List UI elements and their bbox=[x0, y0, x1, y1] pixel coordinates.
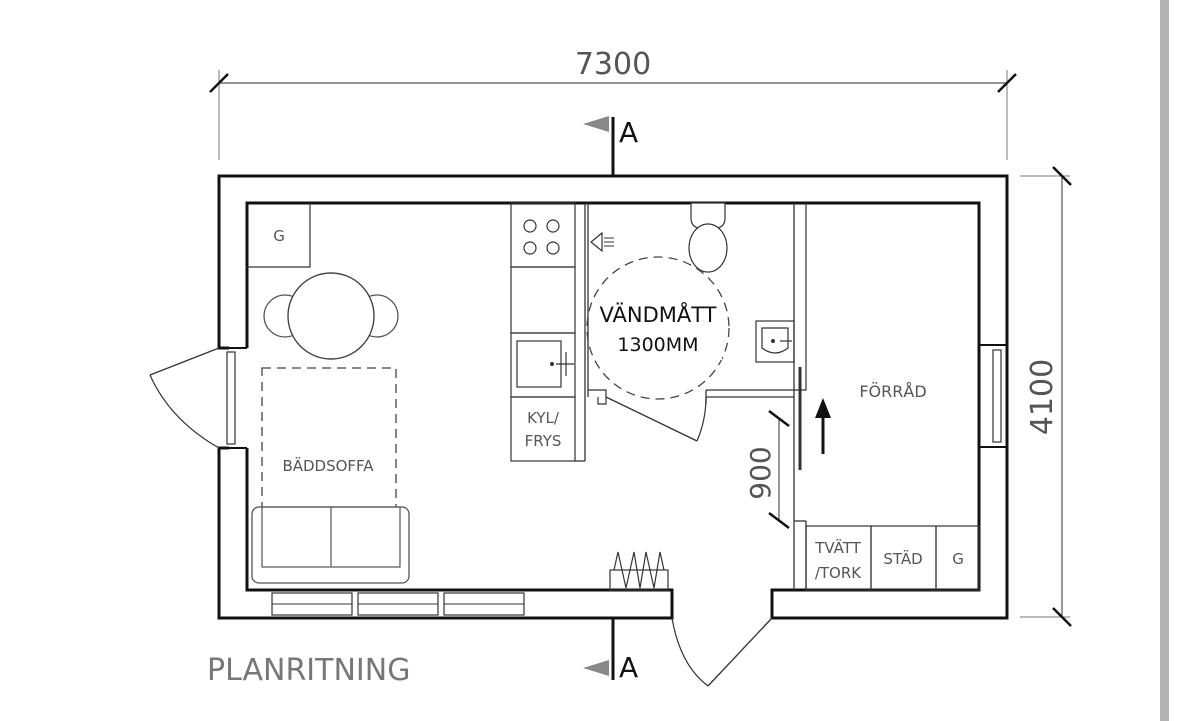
fridge-label-line1: KYL/ bbox=[527, 409, 560, 427]
entrance-door bbox=[671, 617, 773, 687]
turning-circle: VÄNDMÅTT 1300MM bbox=[586, 256, 730, 400]
windows bbox=[226, 349, 1002, 616]
turning-circle-label-1: VÄNDMÅTT bbox=[599, 301, 716, 327]
right-edge-scrollbar bbox=[1160, 0, 1169, 721]
door-clearance-dimension: 900 bbox=[744, 410, 790, 529]
laundry-label-line1: TVÄTT bbox=[814, 538, 861, 557]
section-marker-top: A bbox=[583, 116, 638, 176]
laundry-label-line2: /TORK bbox=[815, 564, 862, 582]
width-dimension-label: 7300 bbox=[575, 47, 651, 82]
turning-circle-label-2: 1300MM bbox=[617, 334, 698, 356]
wardrobe-small: G bbox=[247, 203, 311, 268]
section-marker-bottom: A bbox=[583, 618, 638, 684]
depth-dimension: 4100 bbox=[1020, 166, 1072, 627]
section-label-bottom: A bbox=[619, 651, 638, 684]
depth-dimension-label: 4100 bbox=[1025, 359, 1060, 435]
width-dimension: 7300 bbox=[209, 47, 1017, 160]
storage-label: FÖRRÅD bbox=[859, 382, 926, 401]
door-clearance-label: 900 bbox=[744, 446, 777, 499]
cleaning-label: STÄD bbox=[883, 549, 922, 568]
wardrobe-small-label: G bbox=[273, 227, 285, 245]
kitchen-counter: KYL/ FRYS bbox=[510, 202, 586, 462]
sofa-bed: BÄDDSOFFA bbox=[251, 367, 410, 584]
fridge-label-line2: FRYS bbox=[525, 432, 562, 450]
bathroom bbox=[587, 202, 807, 442]
sofa-bed-label: BÄDDSOFFA bbox=[282, 456, 374, 475]
utility-cabinets: TVÄTT /TORK STÄD G bbox=[805, 525, 980, 591]
wardrobe-label: G bbox=[952, 550, 964, 568]
left-door bbox=[149, 347, 220, 449]
plant-box bbox=[609, 551, 669, 591]
drawing-title: PLANRITNING bbox=[207, 653, 410, 688]
section-label-top: A bbox=[619, 116, 638, 149]
dining-table bbox=[263, 272, 399, 360]
